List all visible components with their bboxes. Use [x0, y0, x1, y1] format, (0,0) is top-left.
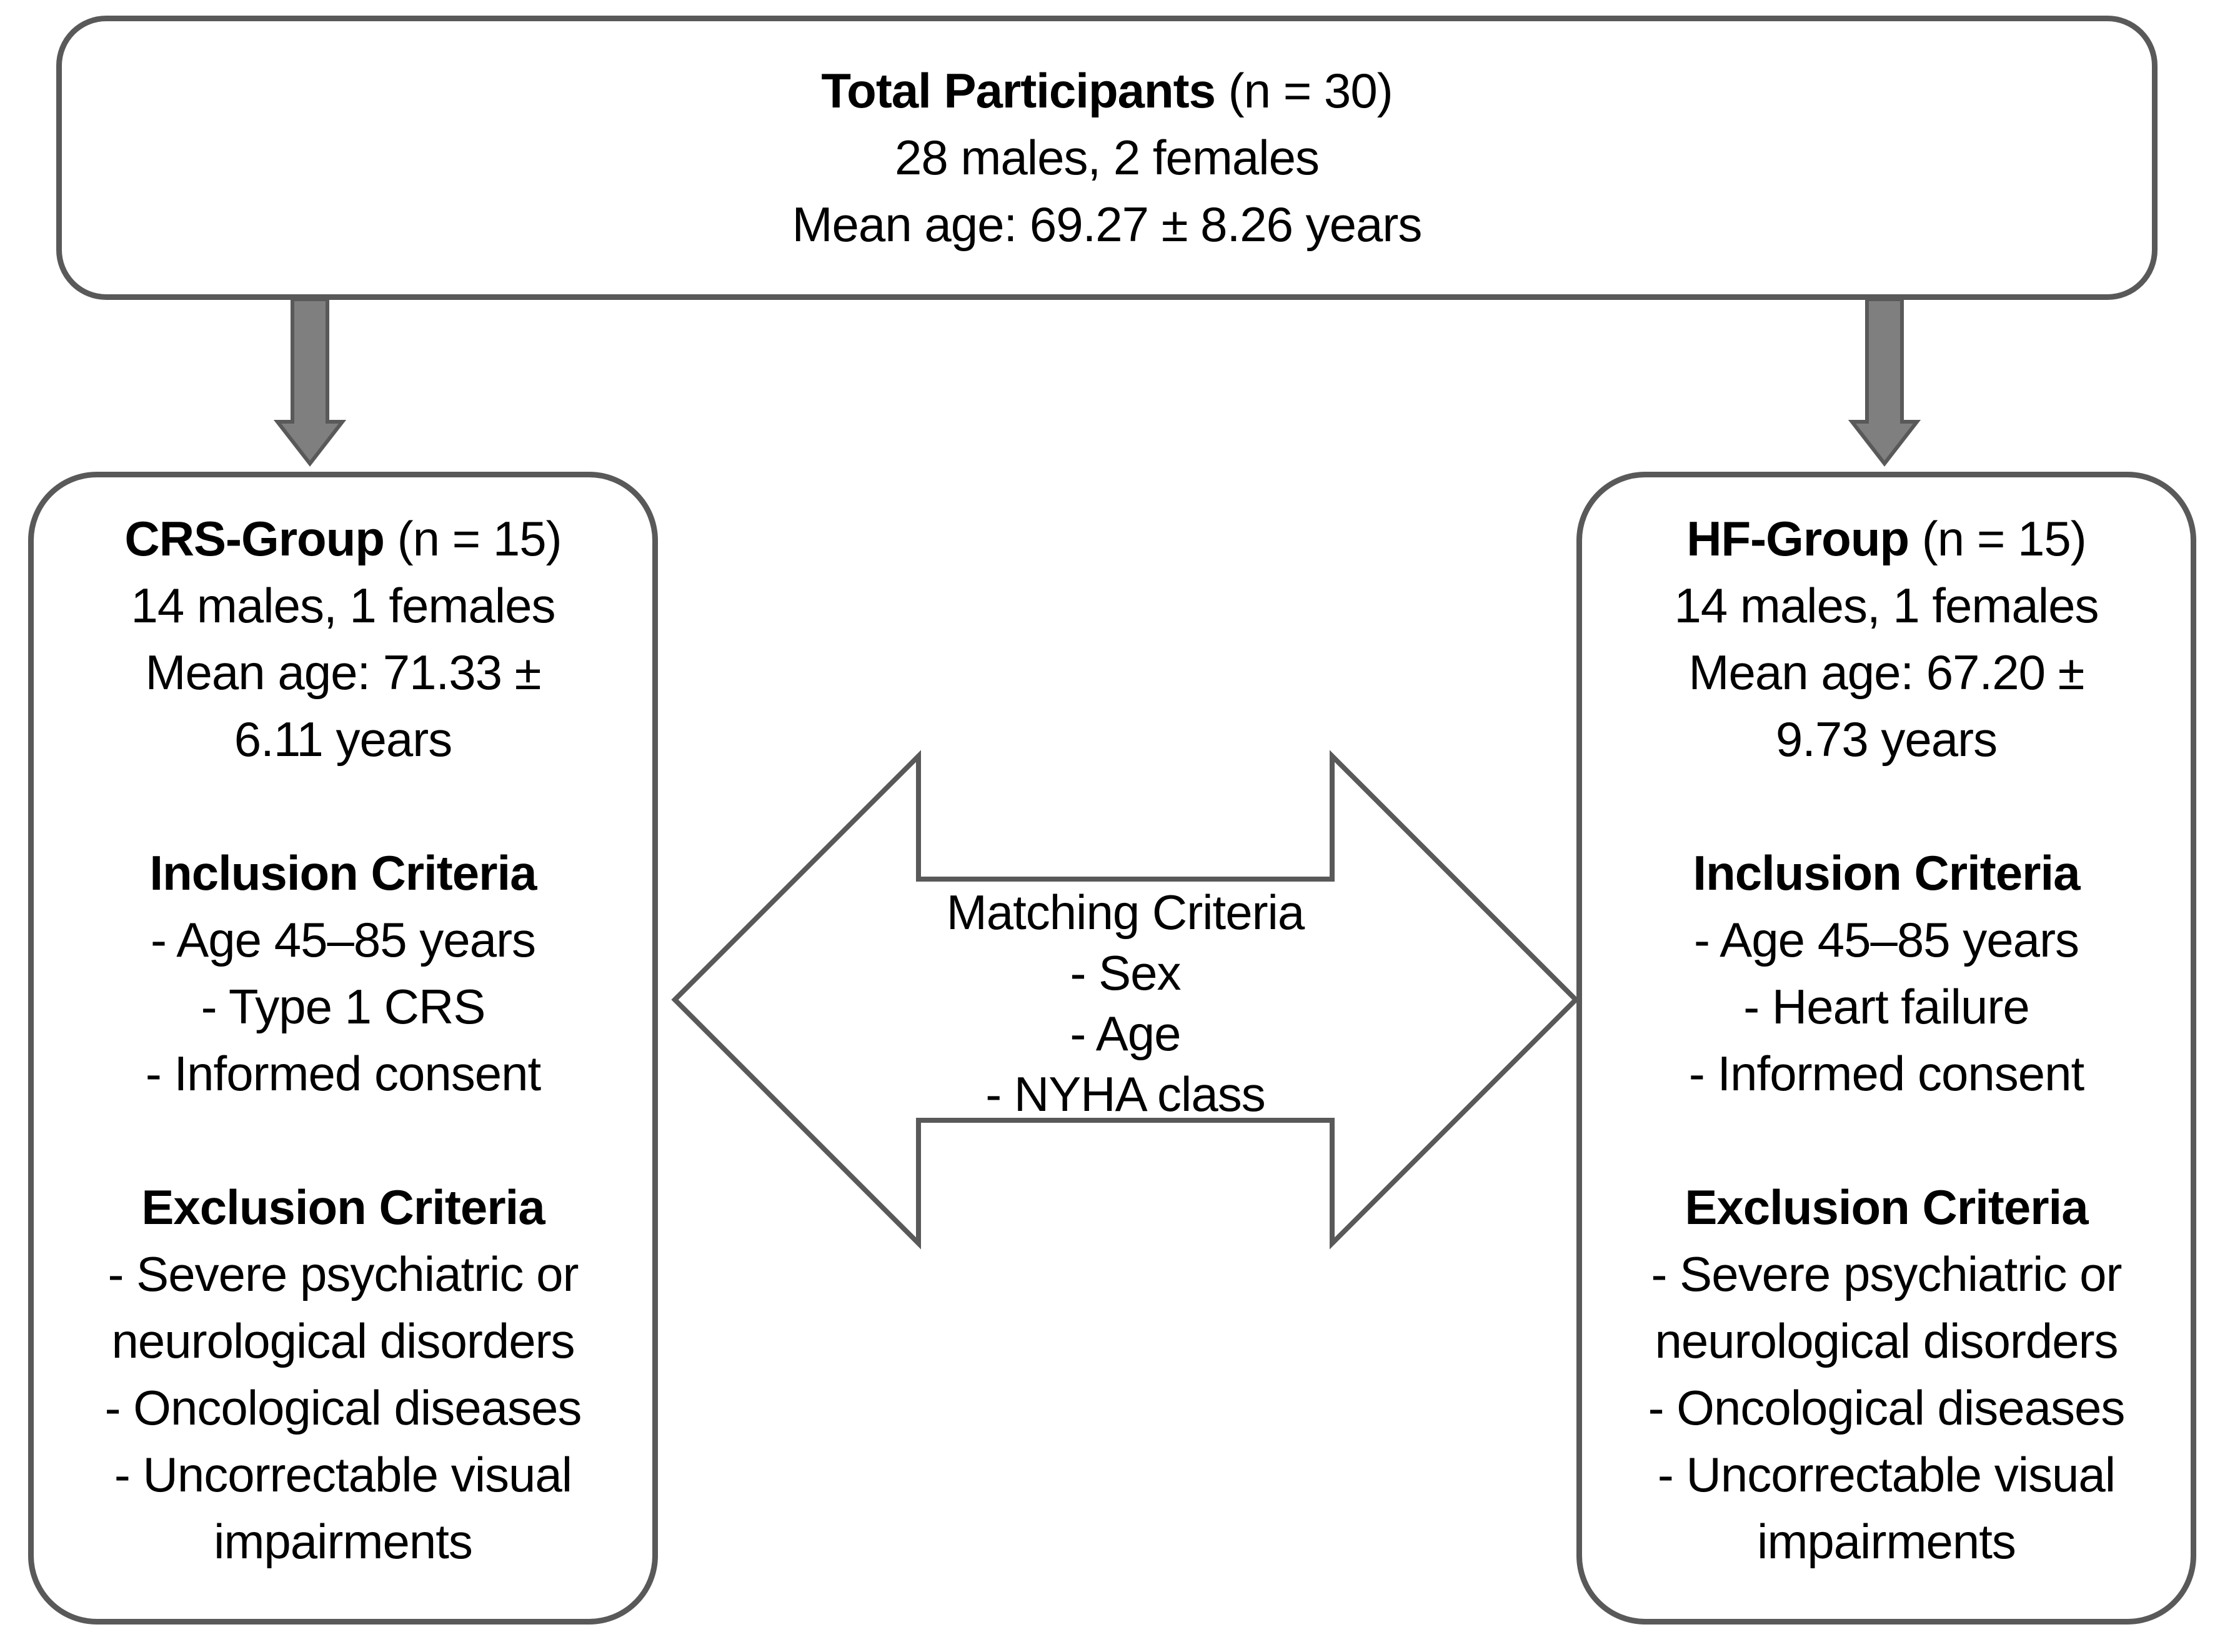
- total-participants-title-n: (n = 30): [1215, 63, 1393, 118]
- hf-inclusion-title: Inclusion Criteria: [1693, 845, 2080, 900]
- crs-group-age-1: Mean age: 71.33 ±: [145, 645, 542, 700]
- hf-exclusion-item: - Uncorrectable visual: [1657, 1447, 2116, 1502]
- hf-exclusion-item: - Severe psychiatric or: [1651, 1246, 2123, 1301]
- crs-group-title-n: (n = 15): [384, 511, 562, 566]
- total-participants-age: Mean age: 69.27 ± 8.26 years: [792, 197, 1423, 252]
- hf-group-title-bold: HF-Group: [1686, 511, 1909, 566]
- crs-exclusion-item: impairments: [214, 1514, 473, 1569]
- spacer: [34, 773, 652, 840]
- hf-group-title-n: (n = 15): [1909, 511, 2087, 566]
- spacer: [1582, 1107, 2191, 1174]
- matching-criteria-item: - NYHA class: [985, 1067, 1265, 1122]
- crs-inclusion-item: - Type 1 CRS: [201, 979, 486, 1034]
- hf-inclusion-item: - Heart failure: [1743, 979, 2030, 1034]
- down-arrow-right-icon: [1848, 297, 1921, 467]
- hf-group-title: HF-Group (n = 15): [1582, 505, 2191, 572]
- hf-group-sex: 14 males, 1 females: [1674, 578, 2099, 633]
- crs-group-age-2: 6.11 years: [234, 712, 452, 767]
- crs-exclusion-item: - Uncorrectable visual: [114, 1447, 572, 1502]
- hf-exclusion-title: Exclusion Criteria: [1685, 1180, 2088, 1235]
- crs-exclusion-item: - Severe psychiatric or: [107, 1246, 579, 1301]
- total-participants-sex: 28 males, 2 females: [894, 130, 1320, 185]
- total-participants-title-bold: Total Participants: [821, 63, 1216, 118]
- hf-exclusion-item: - Oncological diseases: [1648, 1380, 2126, 1435]
- total-participants-title: Total Participants (n = 30): [62, 57, 2152, 124]
- crs-group-box: CRS-Group (n = 15) 14 males, 1 females M…: [28, 472, 658, 1625]
- spacer: [34, 1107, 652, 1174]
- matching-criteria-item: - Sex: [1070, 945, 1181, 1000]
- hf-group-age-2: 9.73 years: [1775, 712, 1998, 767]
- crs-exclusion-title: Exclusion Criteria: [141, 1180, 545, 1235]
- crs-exclusion-item: neurological disorders: [111, 1313, 575, 1368]
- crs-inclusion-item: - Informed consent: [145, 1046, 541, 1101]
- hf-exclusion-item: impairments: [1757, 1514, 2016, 1569]
- double-arrow-icon: [671, 750, 1580, 1250]
- crs-exclusion-item: - Oncological diseases: [104, 1380, 582, 1435]
- crs-group-title: CRS-Group (n = 15): [34, 505, 652, 572]
- hf-group-box: HF-Group (n = 15) 14 males, 1 females Me…: [1576, 472, 2196, 1625]
- hf-group-age-1: Mean age: 67.20 ±: [1688, 645, 2085, 700]
- spacer: [1582, 773, 2191, 840]
- hf-inclusion-item: - Informed consent: [1688, 1046, 2084, 1101]
- down-arrow-left-icon: [273, 297, 347, 467]
- matching-criteria-title: Matching Criteria: [946, 885, 1305, 940]
- crs-group-title-bold: CRS-Group: [124, 511, 385, 566]
- total-participants-box: Total Participants (n = 30) 28 males, 2 …: [56, 16, 2158, 300]
- crs-group-sex: 14 males, 1 females: [131, 578, 555, 633]
- hf-exclusion-item: neurological disorders: [1655, 1313, 2118, 1368]
- matching-criteria-item: - Age: [1070, 1006, 1181, 1061]
- crs-inclusion-title: Inclusion Criteria: [149, 845, 537, 900]
- hf-inclusion-item: - Age 45–85 years: [1693, 912, 2079, 967]
- matching-criteria-label: Matching Criteria - Sex - Age - NYHA cla…: [844, 882, 1406, 1125]
- crs-inclusion-item: - Age 45–85 years: [150, 912, 536, 967]
